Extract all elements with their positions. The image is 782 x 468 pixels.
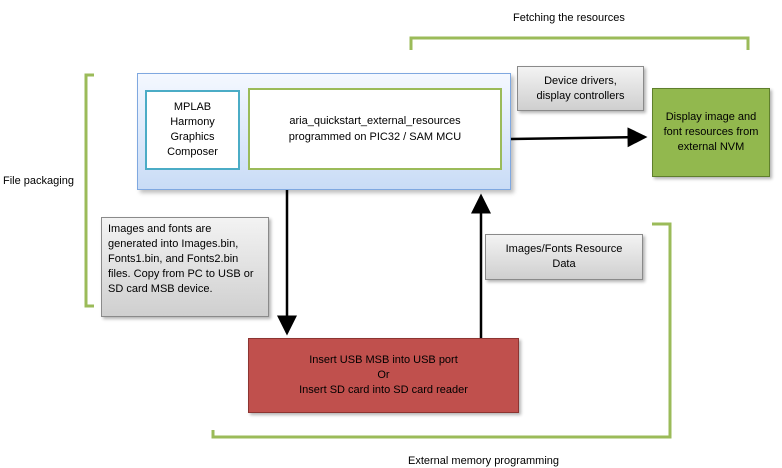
file-packaging-label: File packaging [3, 175, 74, 187]
generation-note-box: Images and fonts are generated into Imag… [101, 217, 269, 317]
application-box: aria_quickstart_external_resources progr… [248, 88, 502, 170]
external-programming-label: External memory programming [408, 455, 559, 467]
fetching-label: Fetching the resources [513, 12, 625, 24]
display-nvm-box: Display image and font resources from ex… [652, 88, 770, 177]
arrow-right-to-nvm [510, 127, 648, 148]
fetching-bracket [409, 36, 750, 50]
resource-data-box: Images/Fonts Resource Data [485, 234, 643, 280]
usb-sd-box: Insert USB MSB into USB port Or Insert S… [248, 338, 519, 413]
harmony-composer-box: MPLAB Harmony Graphics Composer [145, 90, 240, 170]
device-drivers-box: Device drivers, display controllers [517, 66, 644, 111]
external-programming-bracket [211, 222, 672, 439]
file-packaging-bracket [84, 73, 94, 308]
